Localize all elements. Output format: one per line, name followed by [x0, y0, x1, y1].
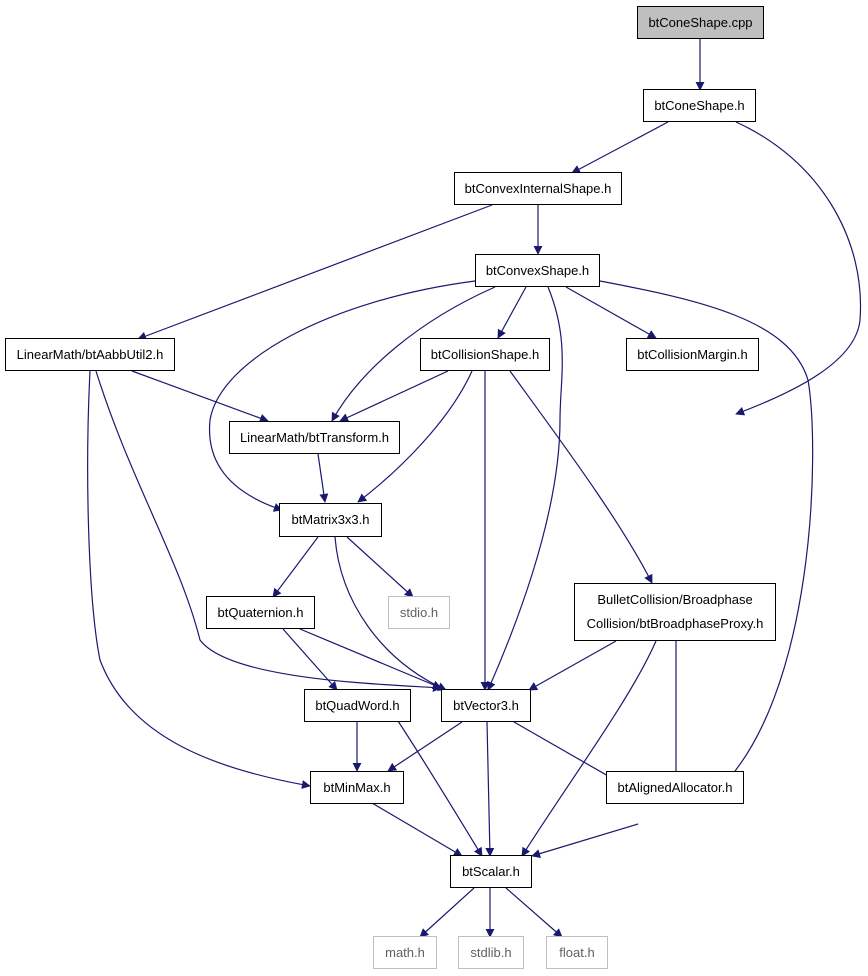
node-math-h[interactable]: math.h	[373, 936, 437, 969]
node-label: LinearMath/btAabbUtil2.h	[16, 346, 164, 362]
edge-vector3-to-scalar	[485, 721, 495, 857]
edge-quaternion-to-vector3	[299, 628, 442, 690]
node-btbroadphaseproxy-h[interactable]: BulletCollision/Broadphase Collision/btB…	[574, 583, 776, 641]
edge-aabbutil2-to-minmax	[87, 370, 311, 790]
node-label: btAlignedAllocator.h	[617, 779, 733, 795]
edge-transform-to-matrix3x3	[317, 453, 329, 503]
node-stdio-h[interactable]: stdio.h	[388, 596, 450, 629]
node-label: btVector3.h	[453, 697, 519, 713]
node-btvector3-h[interactable]: btVector3.h	[441, 689, 531, 722]
node-label: btCollisionShape.h	[430, 346, 540, 362]
edge-collisionshape-to-transform	[339, 370, 449, 422]
edge-collisionshape-to-broadphaseproxy	[509, 370, 653, 584]
node-label-line2: Collision/btBroadphaseProxy.h	[586, 616, 764, 631]
node-label: btCollisionMargin.h	[637, 346, 748, 362]
edge-matrix3x3-to-quaternion	[272, 536, 319, 598]
edge-convexshape-to-matrix3x3	[208, 280, 476, 512]
node-btquadword-h[interactable]: btQuadWord.h	[304, 689, 411, 722]
edge-quaternion-to-quadword	[282, 628, 338, 691]
node-stdlib-h[interactable]: stdlib.h	[458, 936, 524, 969]
node-label: stdio.h	[399, 604, 439, 620]
node-label: math.h	[385, 944, 425, 960]
node-label: btQuaternion.h	[217, 604, 304, 620]
edge-convexshape-to-collisionshape	[497, 286, 527, 339]
node-btcollisionshape-h[interactable]: btCollisionShape.h	[420, 338, 550, 371]
node-label: btMatrix3x3.h	[291, 512, 370, 527]
node-btconvexshape-h[interactable]: btConvexShape.h	[475, 254, 600, 287]
node-label: LinearMath/btTransform.h	[239, 429, 390, 445]
edge-scalar-to-float	[505, 887, 563, 938]
node-label: btConvexInternalShape.h	[464, 180, 612, 196]
edge-vector3-to-minmax	[387, 721, 463, 772]
edge-convexshape-to-alignedallocator	[599, 280, 814, 793]
edge-broadphaseproxy-to-scalar	[521, 640, 657, 857]
node-label: btQuadWord.h	[315, 697, 400, 713]
edge-matrix3x3-to-vector3	[334, 536, 447, 691]
edge-convexshape-to-transform	[331, 286, 496, 422]
node-btscalar-h[interactable]: btScalar.h	[450, 855, 532, 888]
node-btmatrix3x3-h[interactable]: btMatrix3x3.h	[279, 503, 382, 537]
edge-coneshape-to-convexinternal	[571, 121, 669, 174]
node-btconeshape-cpp[interactable]: btConeShape.cpp	[637, 6, 764, 39]
node-label: btConeShape.h	[654, 97, 745, 113]
edge-convexshape-to-vector3	[487, 286, 563, 691]
node-btcollisionmargin-h[interactable]: btCollisionMargin.h	[626, 338, 759, 371]
node-btconeshape-h[interactable]: btConeShape.h	[643, 89, 756, 122]
node-btaabbutil2-h[interactable]: LinearMath/btAabbUtil2.h	[5, 338, 175, 371]
node-float-h[interactable]: float.h	[546, 936, 608, 969]
node-bttransform-h[interactable]: LinearMath/btTransform.h	[229, 421, 400, 454]
edge-convexshape-to-collisionmargin	[565, 286, 657, 339]
node-label: btConvexShape.h	[485, 262, 590, 278]
edge-collisionshape-to-matrix3x3	[357, 370, 473, 503]
edge-coneshape-to-broadphaseproxy	[735, 121, 862, 416]
node-label-line1: BulletCollision/Broadphase	[597, 592, 753, 607]
node-label: float.h	[559, 944, 595, 960]
edge-scalar-to-math	[419, 887, 475, 938]
node-btquaternion-h[interactable]: btQuaternion.h	[206, 596, 315, 629]
edge-alignedallocator-to-scalar	[531, 823, 639, 858]
node-label: btConeShape.cpp	[648, 14, 753, 30]
edge-broadphaseproxy-to-vector3	[528, 640, 617, 691]
edge-minmax-to-scalar	[371, 802, 463, 857]
node-btconvexinternalshape-h[interactable]: btConvexInternalShape.h	[454, 172, 622, 205]
node-label: stdlib.h	[470, 944, 512, 960]
node-btminmax-h[interactable]: btMinMax.h	[310, 771, 404, 804]
node-label: btMinMax.h	[323, 779, 391, 795]
edge-convexinternal-to-aabbutil2	[137, 204, 493, 341]
node-label: btScalar.h	[462, 863, 520, 879]
edge-aabbutil2-to-vector3	[95, 370, 442, 692]
node-btalignedallocator-h[interactable]: btAlignedAllocator.h	[606, 771, 744, 804]
edge-aabbutil2-to-transform	[131, 370, 269, 423]
edge-quadword-to-scalar	[397, 720, 483, 857]
edge-matrix3x3-to-stdio	[346, 536, 414, 598]
